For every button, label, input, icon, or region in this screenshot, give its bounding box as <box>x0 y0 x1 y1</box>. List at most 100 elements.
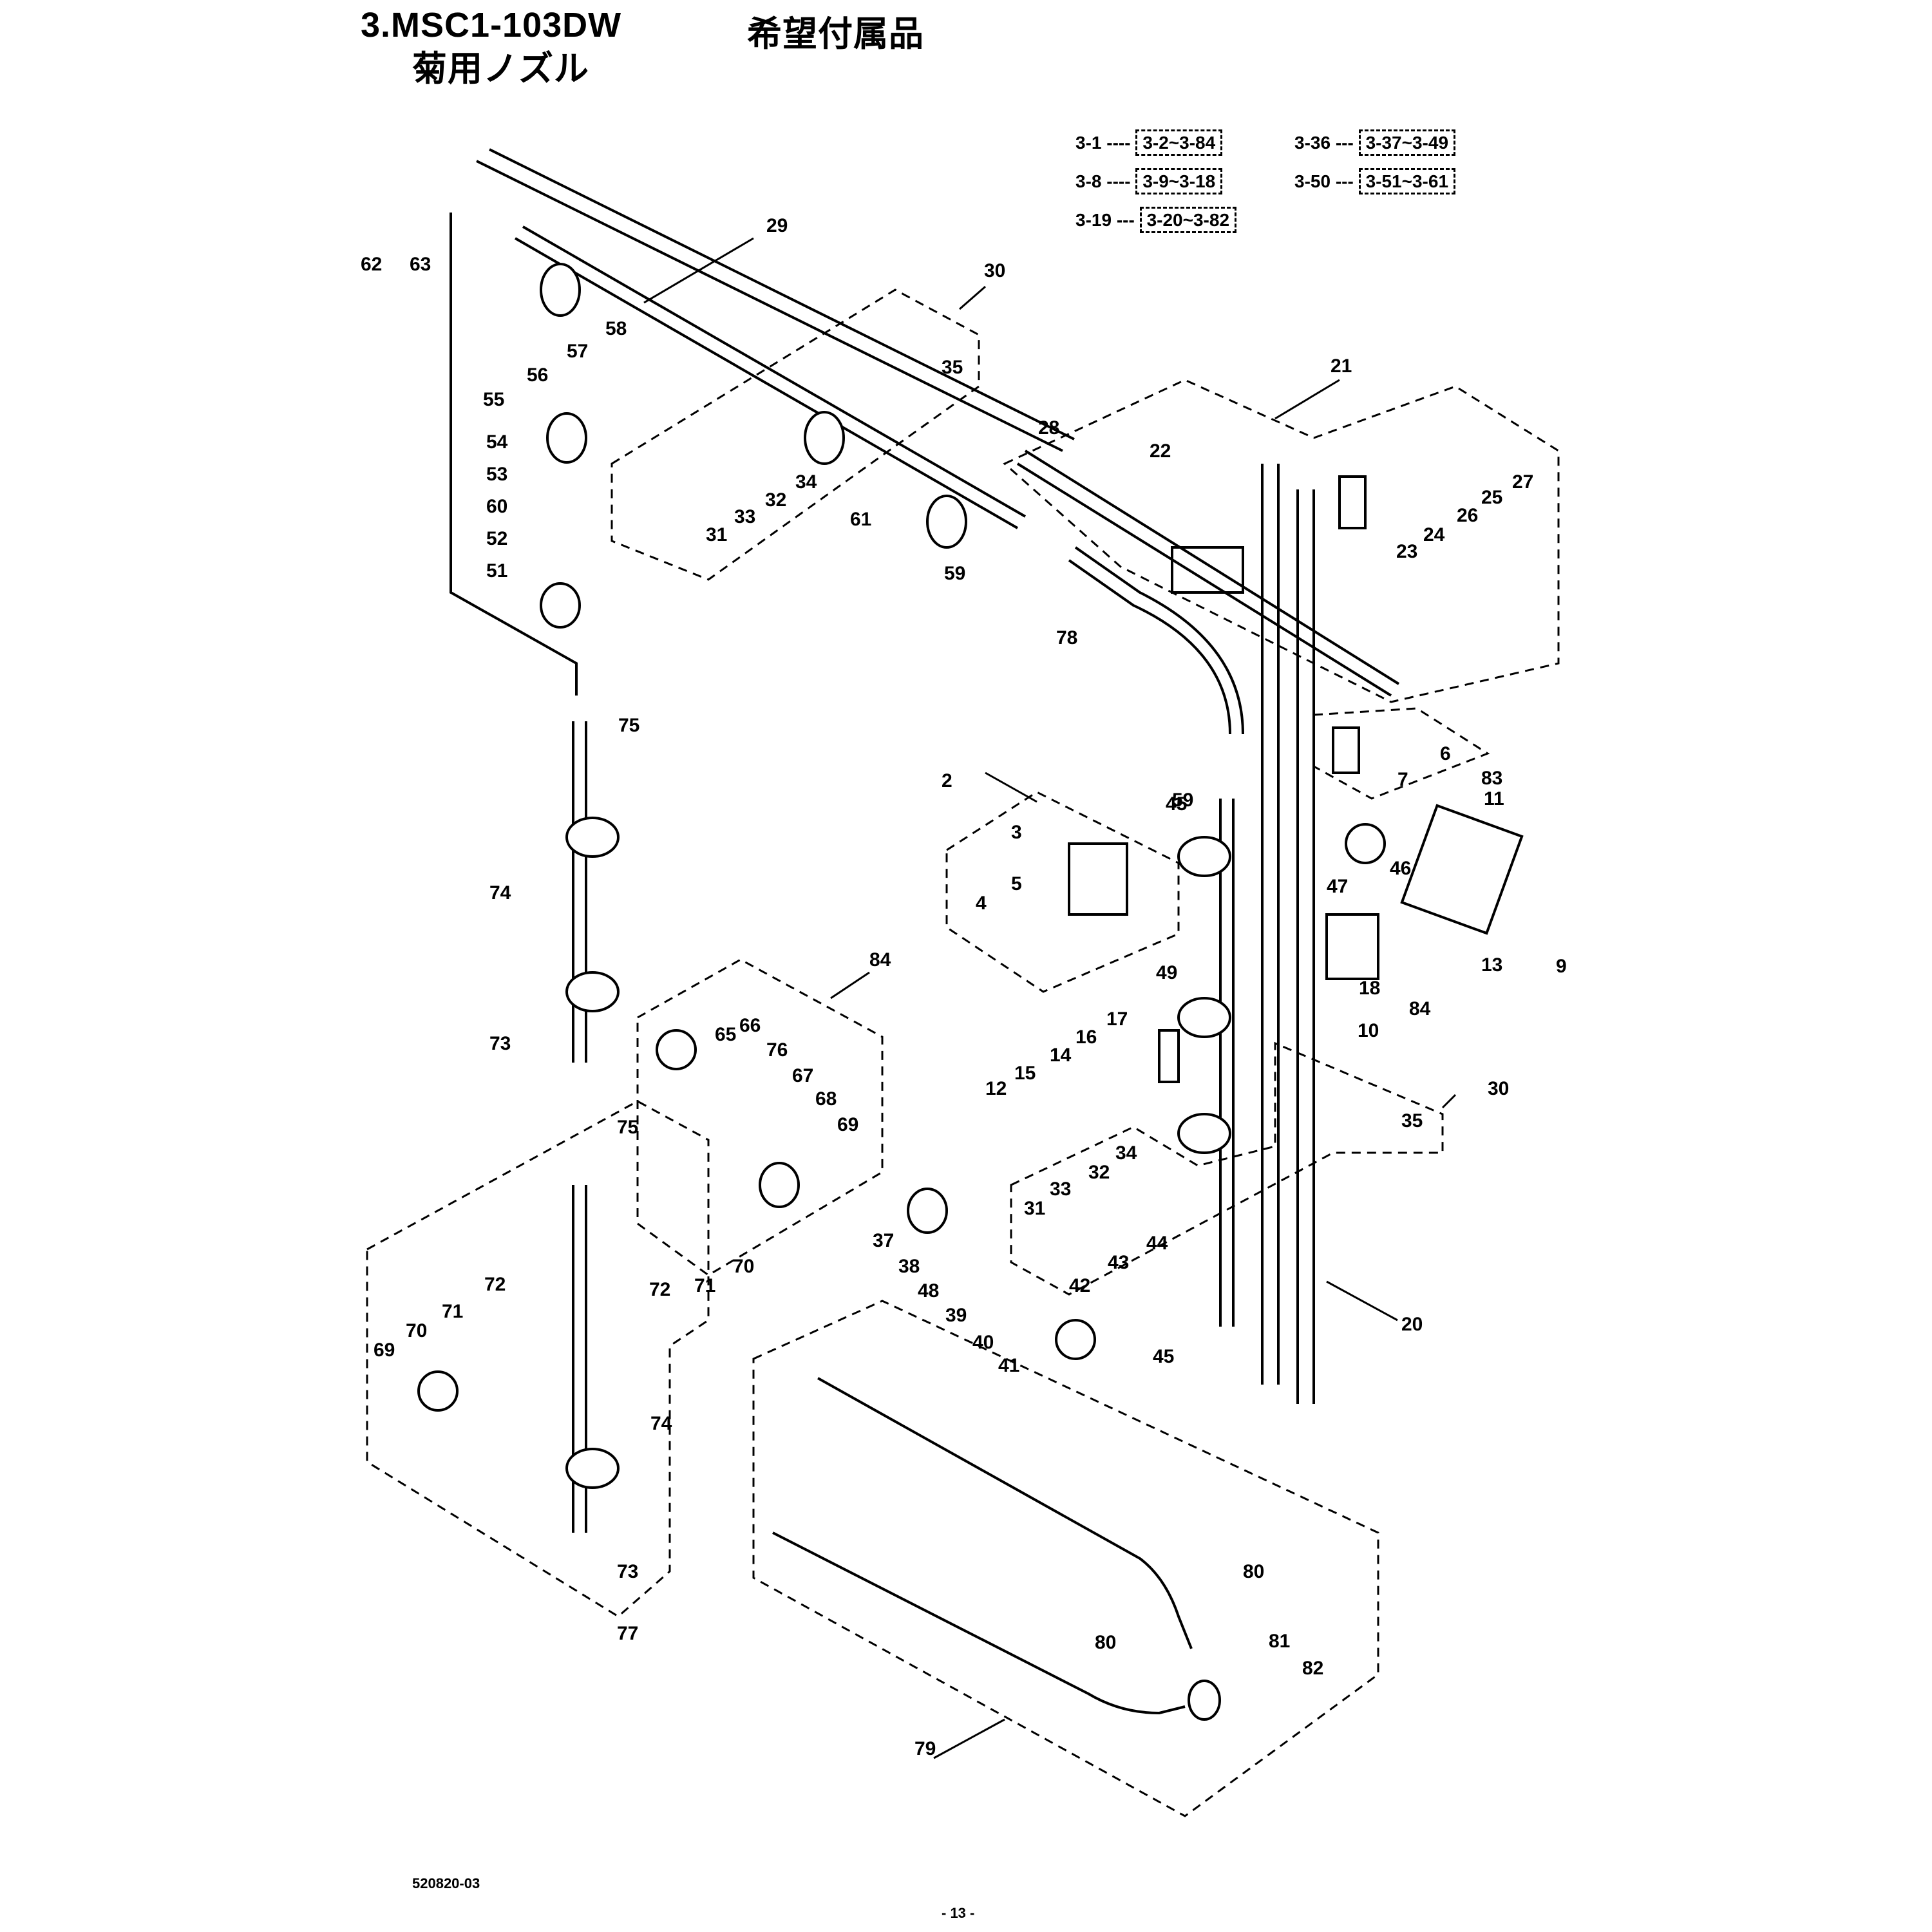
nozzle-fitting <box>540 263 581 317</box>
group-30-lower <box>1010 1041 1444 1296</box>
part-label-58: 58 <box>605 318 627 339</box>
nozzle-fitting <box>804 411 845 465</box>
nozzle-fitting <box>1188 1680 1221 1721</box>
part-label-46: 46 <box>1390 858 1411 879</box>
leader-line <box>643 237 754 304</box>
group-6 <box>1312 707 1490 800</box>
part-label-37: 37 <box>873 1230 894 1251</box>
part-label-45: 45 <box>1166 793 1187 815</box>
part-label-29: 29 <box>766 215 788 236</box>
part-label-20: 20 <box>1401 1314 1423 1335</box>
post-20b <box>1296 489 1315 1404</box>
nozzle-pipe-49 <box>1219 799 1235 1327</box>
part-label-42: 42 <box>1069 1275 1090 1296</box>
part-label-70: 70 <box>733 1256 754 1277</box>
part-label-73: 73 <box>617 1561 638 1582</box>
post-20a <box>1261 464 1280 1385</box>
part-label-82: 82 <box>1302 1658 1323 1679</box>
part-label-81: 81 <box>1269 1631 1290 1652</box>
bracket-9 <box>1400 804 1524 935</box>
nozzle-fitting <box>1177 1113 1231 1154</box>
nozzle-fitting <box>565 817 620 858</box>
bracket-23 <box>1338 475 1367 529</box>
part-label-26: 26 <box>1457 505 1478 526</box>
nozzle-fitting <box>926 495 967 549</box>
group-74-lower <box>366 1100 710 1618</box>
part-label-7: 7 <box>1397 769 1408 790</box>
part-label-84: 84 <box>1409 998 1431 1019</box>
part-label-31: 31 <box>1024 1198 1045 1219</box>
pipe-61 <box>515 225 1026 529</box>
nozzle-fitting <box>1345 823 1386 864</box>
part-label-35: 35 <box>942 357 963 378</box>
nozzle-fitting <box>656 1029 697 1070</box>
part-label-25: 25 <box>1481 487 1502 508</box>
part-label-54: 54 <box>486 431 508 453</box>
nozzle-fitting <box>546 412 587 464</box>
part-label-79: 79 <box>914 1738 936 1759</box>
part-label-74: 74 <box>650 1413 672 1434</box>
ref-row-4: 3-36 --- 3-37~3-49 <box>1294 129 1456 156</box>
part-label-84: 84 <box>869 949 891 971</box>
part-label-5: 5 <box>1011 873 1022 895</box>
nozzle-fitting <box>759 1162 800 1208</box>
part-label-6: 6 <box>1440 743 1451 764</box>
part-label-55: 55 <box>483 389 504 410</box>
part-label-68: 68 <box>815 1088 837 1110</box>
part-label-76: 76 <box>766 1039 788 1061</box>
part-label-62: 62 <box>361 254 382 275</box>
part-label-9: 9 <box>1556 956 1567 977</box>
nozzle-fitting <box>417 1370 459 1412</box>
part-label-10: 10 <box>1358 1020 1379 1041</box>
part-label-63: 63 <box>410 254 431 275</box>
ref-row-5: 3-50 --- 3-51~3-61 <box>1294 168 1456 194</box>
part-label-71: 71 <box>694 1275 715 1296</box>
part-label-67: 67 <box>792 1065 813 1086</box>
bracket-3 <box>1068 842 1128 916</box>
bracket-18 <box>1325 913 1379 980</box>
part-label-72: 72 <box>484 1274 506 1295</box>
part-label-2: 2 <box>942 770 952 791</box>
part-label-16: 16 <box>1075 1027 1097 1048</box>
nozzle-fitting <box>1177 836 1231 877</box>
part-label-75: 75 <box>617 1117 638 1138</box>
part-label-38: 38 <box>898 1256 920 1277</box>
ref-row-1: 3-1 ---- 3-2~3-84 <box>1075 129 1223 156</box>
part-label-32: 32 <box>765 489 786 511</box>
part-label-15: 15 <box>1014 1063 1036 1084</box>
part-label-78: 78 <box>1056 627 1077 649</box>
hose-80-upper <box>817 1377 1193 1649</box>
part-label-74: 74 <box>489 882 511 904</box>
part-label-39: 39 <box>945 1305 967 1326</box>
part-label-18: 18 <box>1359 978 1380 999</box>
nozzle-fitting <box>1177 997 1231 1038</box>
group-79 <box>752 1300 1379 1817</box>
part-label-69: 69 <box>374 1340 395 1361</box>
group-2 <box>945 791 1180 993</box>
part-label-30: 30 <box>1488 1078 1509 1099</box>
nozzle-fitting <box>1055 1319 1096 1360</box>
pipe-29 <box>476 148 1075 452</box>
part-label-layer: 2345679101112131415161718202122232425262… <box>361 215 1567 1759</box>
part-label-11: 11 <box>1484 788 1504 810</box>
part-label-77: 77 <box>617 1623 638 1644</box>
part-label-43: 43 <box>1108 1252 1129 1273</box>
part-label-44: 44 <box>1146 1233 1168 1254</box>
leader-line <box>985 772 1037 803</box>
part-label-70: 70 <box>406 1320 427 1341</box>
part-label-60: 60 <box>486 496 507 517</box>
part-label-83: 83 <box>1481 768 1502 789</box>
part-label-17: 17 <box>1106 1009 1128 1030</box>
drawing-code: 520820-03 <box>412 1875 480 1891</box>
part-label-57: 57 <box>567 341 588 362</box>
subtitle: 菊用ノズル <box>412 50 589 88</box>
part-label-22: 22 <box>1150 440 1171 462</box>
bracket-17 <box>1158 1029 1180 1083</box>
part-label-34: 34 <box>795 471 817 493</box>
bracket-7 <box>1332 726 1360 774</box>
nozzle-fitting <box>907 1188 948 1234</box>
leader-line <box>959 285 986 310</box>
part-label-73: 73 <box>489 1033 511 1054</box>
page-number: - 13 - <box>942 1905 975 1921</box>
part-label-66: 66 <box>739 1015 761 1036</box>
